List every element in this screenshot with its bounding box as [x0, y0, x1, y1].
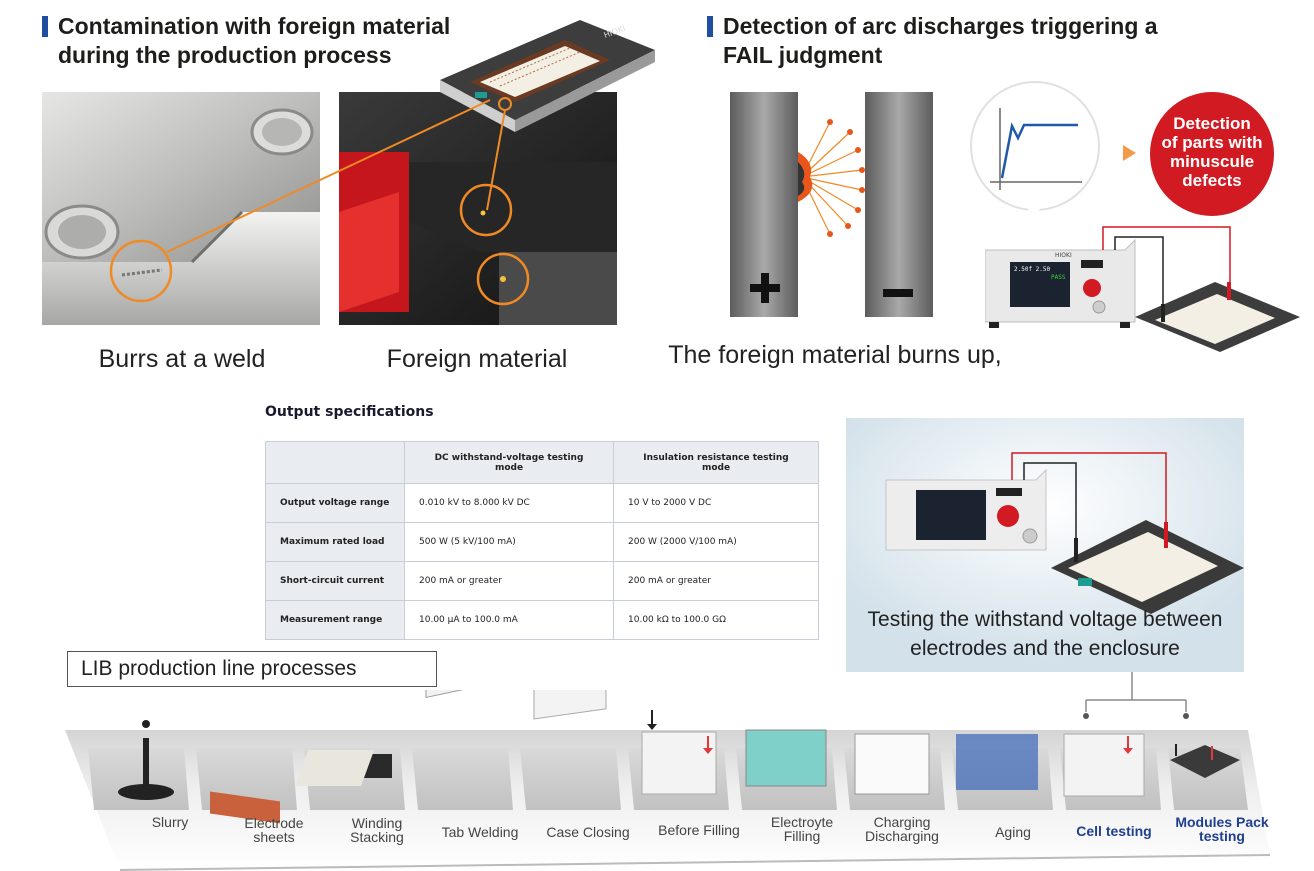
heading-accent-bar [707, 16, 713, 37]
heading-accent-bar [42, 16, 48, 37]
test-panel-caption: Testing the withstand voltage between el… [846, 605, 1244, 663]
process-label: Filling [783, 828, 821, 844]
row-label: Short-circuit current [265, 561, 405, 601]
arc-heading-line1: Detection of arc discharges triggering a [723, 13, 1158, 39]
device-pass-label: PASS [1051, 274, 1066, 281]
withstand-tester-device: HIOKI 2.50f 2.50 PASS [984, 222, 1300, 352]
process-label: Electrode [244, 815, 304, 831]
process-charging-discharging: Charging Discharging [856, 815, 948, 843]
process-label: Stacking [350, 829, 404, 845]
test-caption-line1: Testing the withstand voltage between [867, 608, 1223, 631]
cell-dc: 0.010 kV to 8.000 kV DC [404, 483, 614, 523]
badge-line-1: Detection [1173, 114, 1251, 133]
process-label: Winding [351, 815, 403, 831]
arrow-right-icon [1123, 145, 1136, 161]
process-label: Modules Pack [1175, 814, 1269, 830]
table-row: Output voltage range 0.010 kV to 8.000 k… [265, 483, 819, 523]
withstand-test-panel [846, 418, 1244, 672]
cell-dc: 200 mA or greater [404, 561, 614, 601]
arc-discharge-heading: Detection of arc discharges triggering a… [707, 12, 1247, 70]
weld-burr-photo [42, 92, 320, 325]
process-label: Electroyte [770, 814, 834, 830]
process-label: sheets [253, 829, 295, 845]
process-case-closing: Case Closing [542, 825, 634, 839]
process-electrolyte-filling: Electroyte Filling [756, 815, 848, 843]
process-modules-pack-testing: Modules Pack testing [1169, 815, 1275, 843]
table-header-empty [265, 441, 405, 484]
process-label: testing [1199, 828, 1245, 844]
test-caption-line2: electrodes and the enclosure [910, 637, 1180, 660]
contamination-heading-line2: during the production process [58, 42, 392, 68]
burr-highlight-circle [109, 239, 173, 303]
badge-line-2: of parts with [1161, 133, 1263, 152]
cell-dc: 500 W (5 kV/100 mA) [404, 522, 614, 562]
process-tab-welding: Tab Welding [434, 825, 526, 839]
arc-electrodes-illustration [730, 92, 940, 317]
cell-ir: 200 W (2000 V/100 mA) [613, 522, 819, 562]
production-line-band [0, 648, 1314, 871]
process-aging: Aging [967, 825, 1059, 839]
caption-burrs: Burrs at a weld [98, 345, 266, 372]
process-winding-stacking: Winding Stacking [331, 816, 423, 844]
output-spec-table: DC withstand-voltage testing mode Insula… [265, 441, 819, 640]
process-slurry: Slurry [124, 815, 216, 829]
process-before-filling: Before Filling [651, 823, 747, 837]
process-label: Aging [995, 824, 1031, 840]
process-electrode-sheets: Electrode sheets [228, 816, 320, 844]
cell-ir: 200 mA or greater [613, 561, 819, 601]
row-label: Maximum rated load [265, 522, 405, 562]
row-label: Measurement range [265, 600, 405, 640]
table-row: Maximum rated load 500 W (5 kV/100 mA) 2… [265, 522, 819, 562]
badge-line-4: defects [1182, 171, 1242, 190]
arc-heading-line2: FAIL judgment [723, 42, 883, 68]
caption-arc-burns: The foreign material burns up, [668, 341, 1002, 368]
table-header-dc: DC withstand-voltage testing mode [404, 441, 614, 484]
table-header-row: DC withstand-voltage testing mode Insula… [265, 441, 819, 484]
contamination-heading-line1: Contamination with foreign material [58, 13, 451, 39]
cell-ir: 10.00 kΩ to 100.0 GΩ [613, 600, 819, 640]
process-label: Tab Welding [441, 824, 519, 840]
foreign-material-photo [339, 92, 617, 325]
process-label: Discharging [865, 828, 939, 844]
row-label: Output voltage range [265, 483, 405, 523]
contamination-heading: Contamination with foreign material duri… [42, 12, 562, 70]
connector-lines [166, 97, 512, 253]
defects-badge: Detection of parts with minuscule defect… [1150, 92, 1274, 216]
table-row: Measurement range 10.00 μA to 100.0 mA 1… [265, 600, 819, 640]
process-cell-testing: Cell testing [1068, 824, 1160, 838]
device-screen-values: 2.50f 2.50 [1014, 266, 1051, 273]
spec-title: Output specifications [265, 404, 434, 420]
table-row: Short-circuit current 200 mA or greater … [265, 561, 819, 601]
process-label: Before Filling [658, 822, 740, 838]
waveform-bubble [960, 78, 1110, 238]
process-label: Slurry [151, 814, 189, 830]
process-label: Cell testing [1076, 823, 1152, 839]
table-header-ir: Insulation resistance testing mode [613, 441, 819, 484]
device-brand-label: HIOKI [1055, 252, 1072, 259]
caption-foreign-material: Foreign material [386, 345, 568, 372]
badge-line-3: minuscule [1169, 152, 1255, 171]
process-label: Case Closing [546, 824, 630, 840]
panel-connector [1083, 672, 1189, 719]
production-line-label: LIB production line processes [67, 651, 437, 687]
process-label: Charging [873, 814, 931, 830]
cell-dc: 10.00 μA to 100.0 mA [404, 600, 614, 640]
cell-ir: 10 V to 2000 V DC [613, 483, 819, 523]
